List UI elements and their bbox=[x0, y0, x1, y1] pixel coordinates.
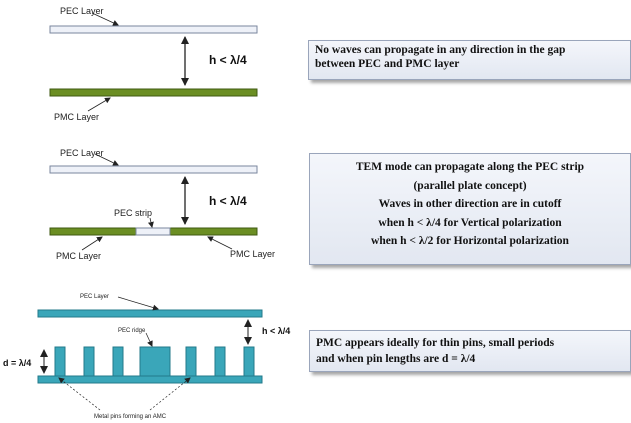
panel3-pins-label: Metal pins forming an AMC bbox=[94, 414, 167, 420]
panel2-pec-pointer bbox=[94, 153, 119, 166]
panel1-pmc-label: PMC Layer bbox=[54, 112, 99, 122]
panel3-gap-label: h < λ/4 bbox=[262, 326, 290, 336]
panel2-strip-label: PEC strip bbox=[114, 208, 152, 218]
panel3-ridge-pointer bbox=[145, 332, 153, 347]
panel3-pec-layer bbox=[37, 309, 263, 318]
panel2-description-box: TEM mode can propagate along the PEC str… bbox=[309, 153, 631, 265]
panel3-base-plate bbox=[37, 375, 263, 384]
description-line: PMC appears ideally for thin pins, small… bbox=[316, 337, 555, 349]
panel1-pec-label: PEC Layer bbox=[60, 6, 104, 16]
panel2-pmc-right-pointer bbox=[207, 236, 233, 250]
panel2-pec-strip bbox=[135, 227, 171, 236]
description-line: No waves can propagate in any direction … bbox=[315, 44, 566, 56]
description-line: Waves in other direction are in cutoff bbox=[378, 198, 562, 210]
pin bbox=[54, 346, 66, 377]
description-line: TEM mode can propagate along the PEC str… bbox=[355, 161, 585, 173]
panel2-pec-label: PEC Layer bbox=[60, 148, 104, 158]
panel2-diagram: h < λ/4 PEC Layer PEC strip PMC Layer PM… bbox=[49, 148, 275, 261]
panel1-pec-layer bbox=[49, 25, 258, 34]
panel1-pmc-layer bbox=[49, 88, 258, 97]
panel1-pec-pointer bbox=[91, 12, 119, 26]
panel3-description-box: PMC appears ideally for thin pins, small… bbox=[309, 330, 631, 372]
panel1-diagram: h < λ/4 PEC Layer PMC Layer bbox=[49, 6, 258, 122]
description-line: between PEC and PMC layer bbox=[315, 58, 460, 70]
panel2-pec-layer bbox=[49, 165, 258, 174]
panel2-pmc-right-label: PMC Layer bbox=[230, 249, 275, 259]
pin bbox=[243, 346, 255, 377]
panel2-strip-pointer bbox=[147, 217, 154, 228]
description-line: (parallel plate concept) bbox=[413, 179, 527, 192]
description-line: and when pin lengths are d = λ/4 bbox=[316, 353, 476, 365]
pin bbox=[214, 346, 226, 377]
panel3-pin-length-label: d = λ/4 bbox=[3, 358, 31, 368]
panel1-pmc-pointer bbox=[87, 97, 111, 112]
description-line: when h < λ/2 for Horizontal polarization bbox=[371, 235, 569, 247]
pin bbox=[83, 346, 95, 377]
panel2-pmc-left-label: PMC Layer bbox=[56, 251, 101, 261]
panel3-pec-pointer bbox=[117, 296, 159, 311]
pin bbox=[185, 346, 197, 377]
panel2-pmc-left-pointer bbox=[81, 236, 103, 251]
panel3-ridge-label: PEC ridge bbox=[118, 328, 146, 334]
panel3-diagram: PEC Layer PEC ridge h < λ/4 d = λ/4 Meta… bbox=[3, 294, 290, 420]
description-line: when h < λ/4 for Vertical polarization bbox=[378, 216, 562, 229]
panel3-pins-pointer-left bbox=[58, 377, 101, 411]
panel1-description-box: No waves can propagate in any direction … bbox=[308, 40, 631, 80]
panel3-pec-label: PEC Layer bbox=[80, 294, 109, 300]
panel3-pins-pointer-right bbox=[149, 377, 191, 411]
pin bbox=[112, 346, 124, 377]
panel2-gap-label: h < λ/4 bbox=[209, 194, 247, 208]
panel3-ridge bbox=[139, 346, 171, 377]
panel1-gap-label: h < λ/4 bbox=[209, 53, 247, 67]
